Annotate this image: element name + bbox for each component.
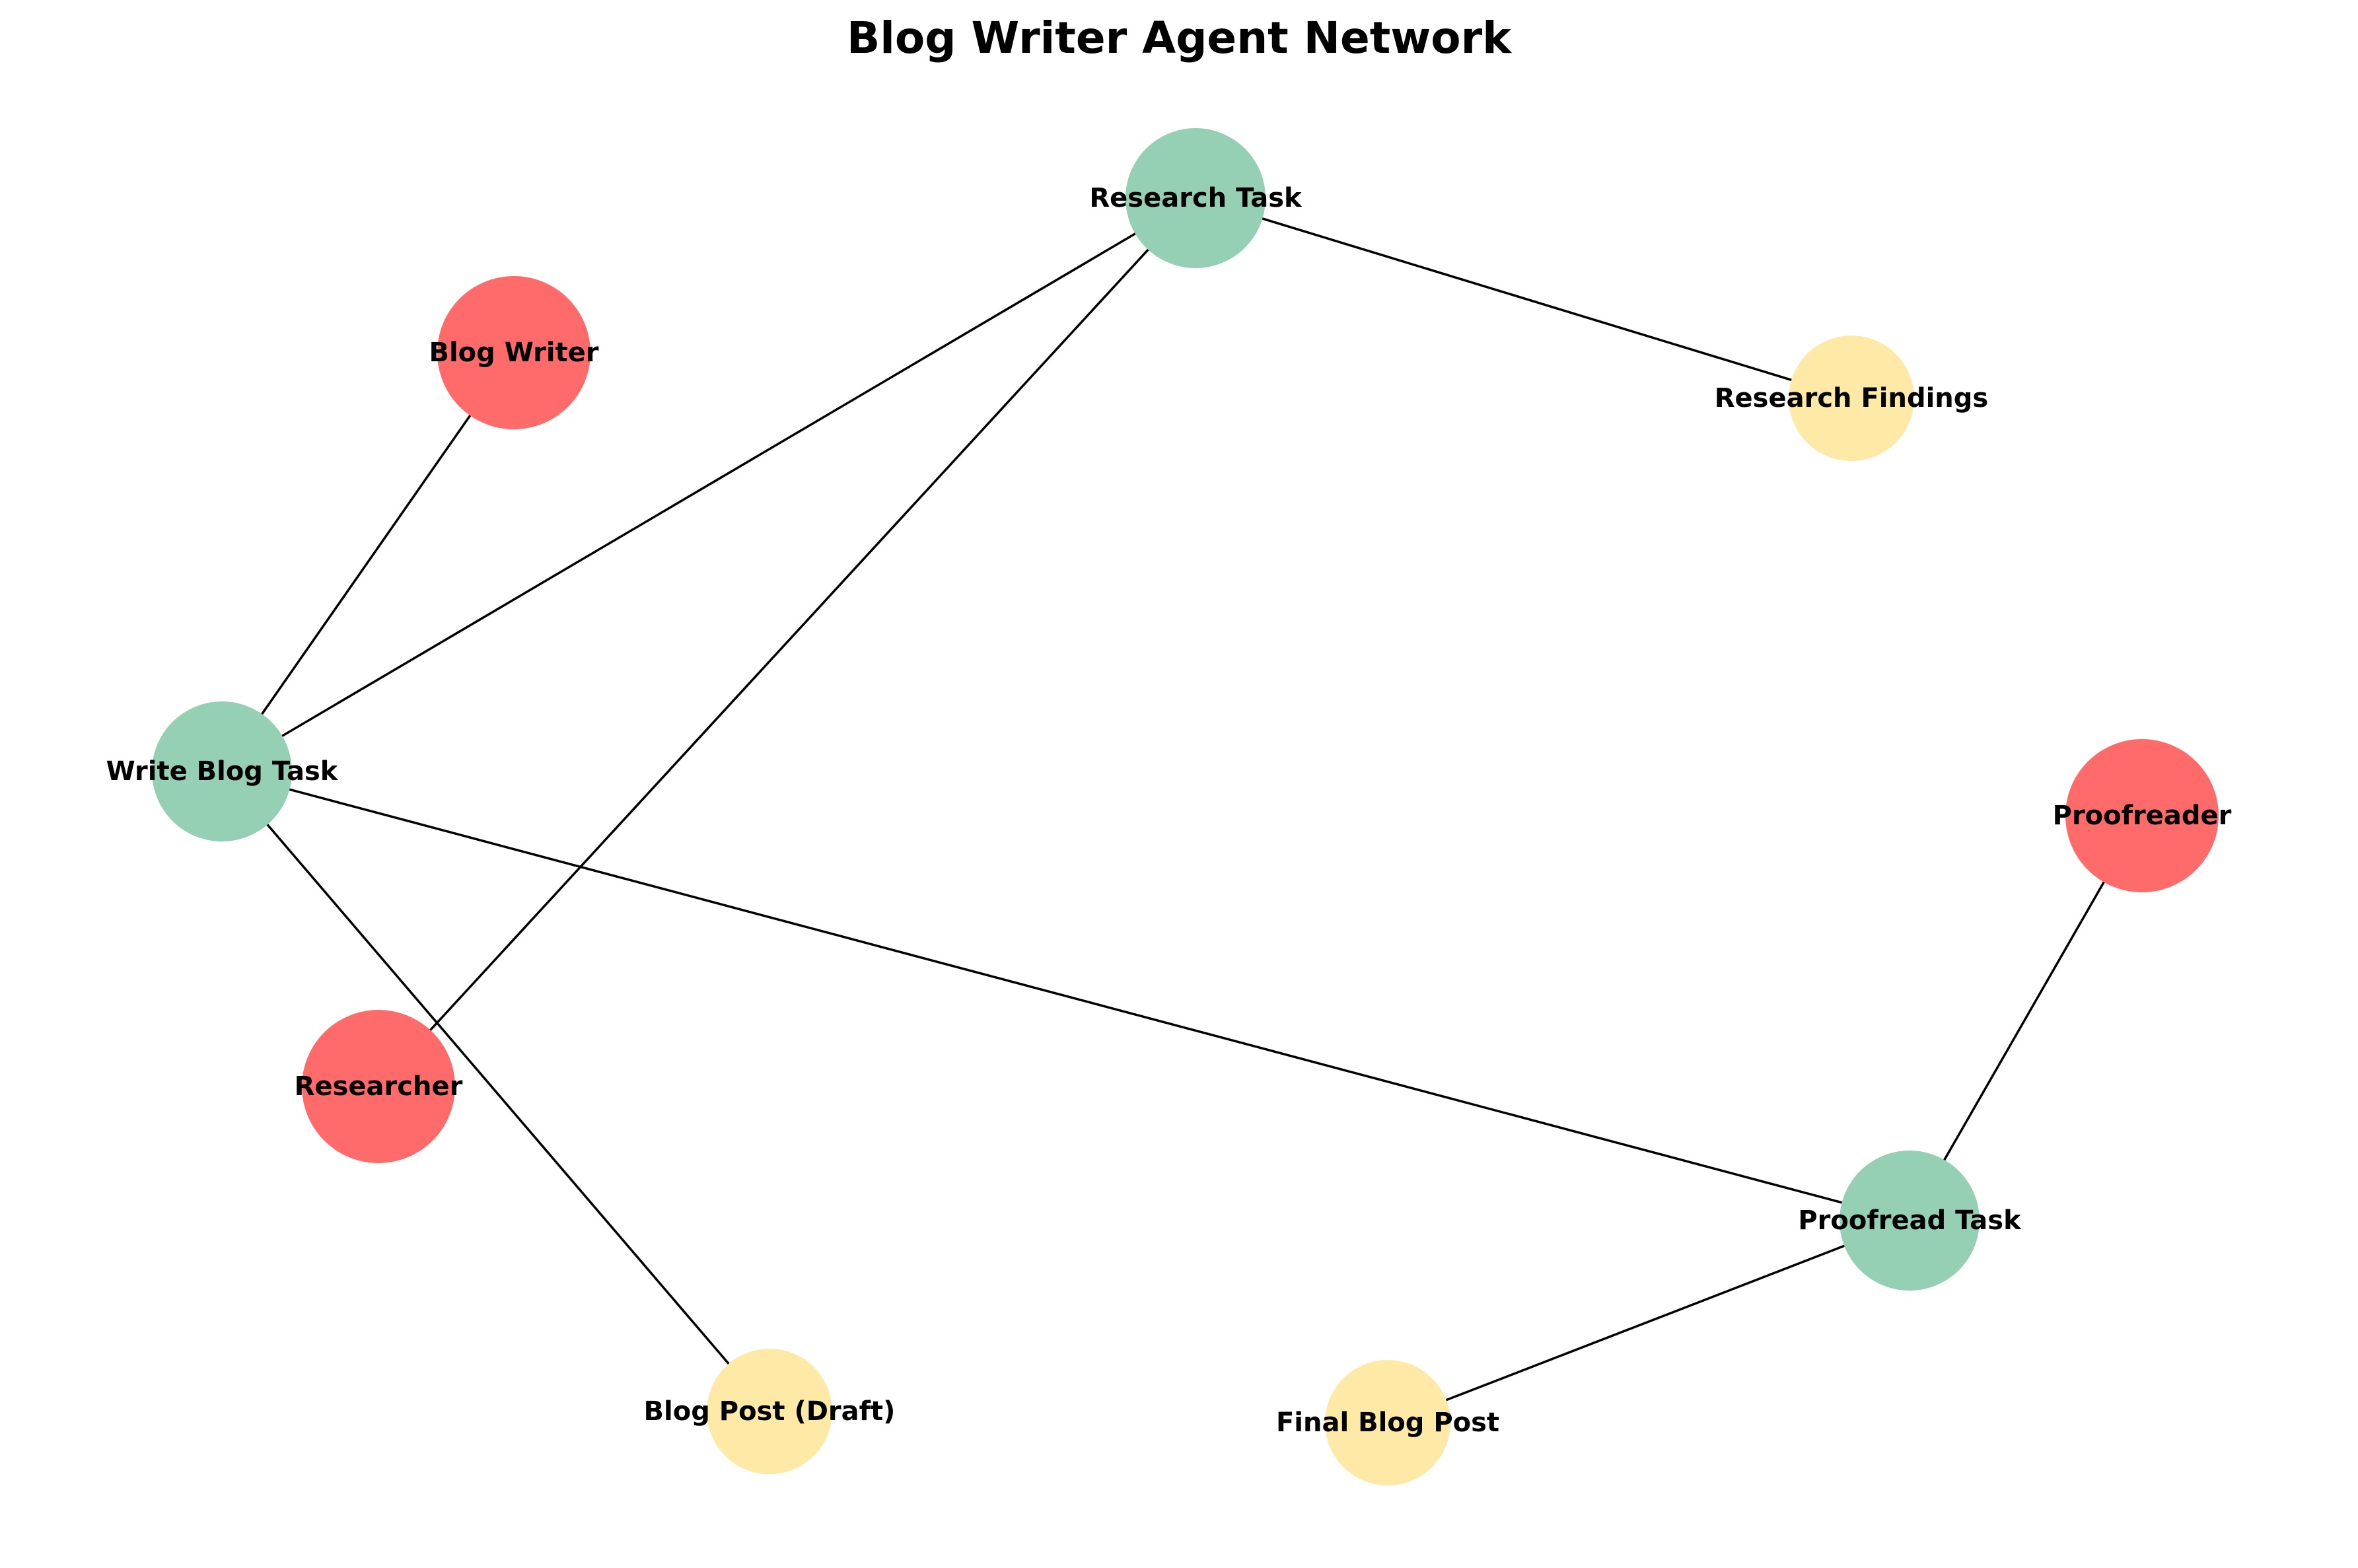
edges-layer	[221, 197, 2143, 1424]
edge-research-task-to-write-blog-task	[221, 197, 1196, 773]
node-research-task	[1125, 128, 1266, 268]
node-final-blog-post	[1325, 1360, 1450, 1485]
node-label-proofreader: Proofreader	[2053, 801, 2232, 831]
node-write-blog-task	[152, 701, 292, 841]
edge-research-task-to-research-findings	[1195, 197, 1852, 400]
node-blog-writer	[437, 276, 590, 429]
node-proofreader	[2065, 739, 2219, 892]
node-label-proofread-task: Proofread Task	[1798, 1205, 2022, 1236]
nodes-layer	[152, 128, 2219, 1485]
edge-proofread-task-to-final-blog-post	[1387, 1219, 1910, 1424]
edge-blog-writer-to-write-blog-task	[221, 351, 515, 773]
edge-proofreader-to-proofread-task	[1908, 815, 2143, 1221]
node-researcher	[302, 1010, 455, 1163]
diagram-title: Blog Writer Agent Network	[846, 13, 1512, 63]
edge-research-task-to-researcher	[377, 197, 1197, 1088]
edge-write-blog-task-to-proofread-task	[221, 770, 1910, 1222]
node-label-final-blog-post: Final Blog Post	[1276, 1408, 1499, 1438]
node-proofread-task	[1840, 1151, 1980, 1291]
node-label-research-findings: Research Findings	[1715, 383, 1988, 413]
node-label-research-task: Research Task	[1089, 183, 1303, 213]
edge-write-blog-task-to-blog-post-draft	[221, 770, 771, 1413]
node-blog-post-draft	[707, 1349, 832, 1474]
node-label-write-blog-task: Write Blog Task	[106, 756, 339, 787]
node-label-blog-post-draft: Blog Post (Draft)	[644, 1396, 896, 1427]
node-research-findings	[1789, 336, 1914, 461]
node-label-blog-writer: Blog Writer	[429, 338, 598, 368]
node-label-researcher: Researcher	[295, 1071, 463, 1102]
